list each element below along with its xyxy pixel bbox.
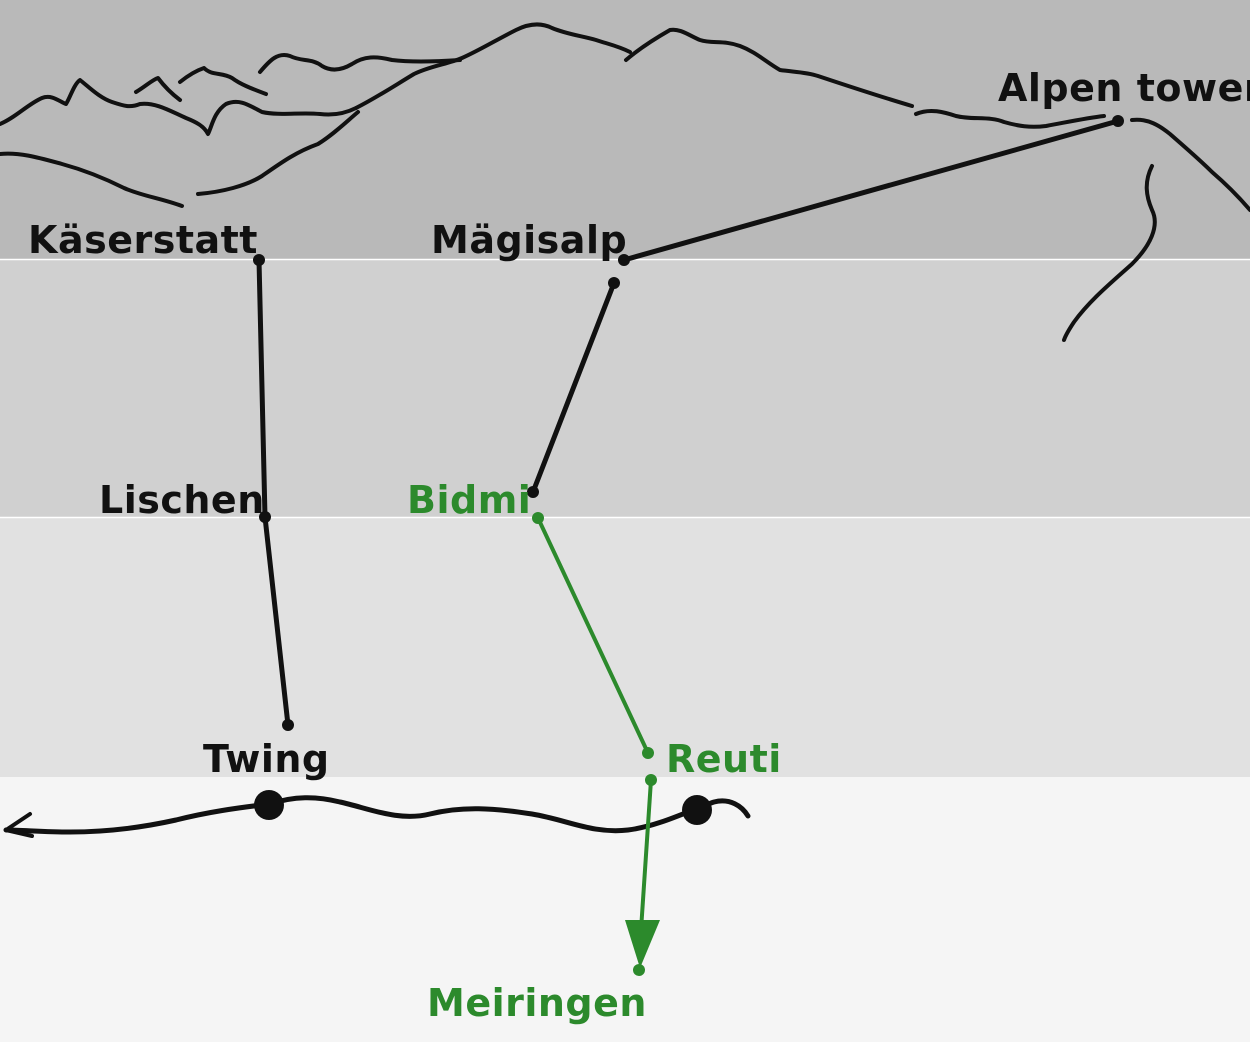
river-stop-twing	[254, 790, 284, 820]
mountain-skyline-icon	[0, 22, 1250, 342]
label-twing: Twing	[203, 737, 330, 781]
label-meiringen: Meiringen	[427, 981, 647, 1025]
stop-maegisalp-lower	[608, 277, 620, 289]
stop-bidmi-upper	[527, 486, 539, 498]
stop-reuti-upper	[642, 747, 654, 759]
line-bidmi-maegisalp	[530, 280, 617, 495]
line-reuti-meiringen	[639, 778, 653, 932]
band-valley	[0, 778, 1250, 1042]
label-lischen: Lischen	[99, 478, 265, 522]
label-kaeserstatt: Käserstatt	[28, 218, 258, 262]
stop-meiringen	[633, 964, 645, 976]
river-icon	[3, 790, 751, 838]
stop-dots-black	[253, 115, 1124, 731]
stop-twing	[282, 719, 294, 731]
line-bidmi-reuti	[536, 516, 650, 755]
stop-alpen-tower	[1112, 115, 1124, 127]
band-lower	[0, 518, 1250, 777]
stop-maegisalp	[618, 254, 630, 266]
stop-lischen	[259, 511, 271, 523]
line-kaeserstatt-lischen	[256, 257, 268, 520]
label-alpen-tower: Alpen tower	[998, 66, 1250, 110]
cable-lines-black	[256, 118, 1121, 728]
arrow-down-icon	[625, 920, 660, 968]
stop-reuti	[645, 774, 657, 786]
label-reuti: Reuti	[666, 737, 782, 781]
band-upper	[0, 260, 1250, 517]
stop-dots-green	[532, 512, 657, 976]
label-bidmi: Bidmi	[407, 478, 532, 522]
stop-bidmi	[532, 512, 544, 524]
line-lischen-twing	[262, 514, 291, 728]
stop-kaeserstatt	[253, 254, 265, 266]
river-stop-reuti	[682, 795, 712, 825]
label-maegisalp: Mägisalp	[431, 218, 628, 262]
cable-lines-green	[536, 516, 653, 932]
line-maegisalp-alpen-tower	[621, 118, 1121, 263]
